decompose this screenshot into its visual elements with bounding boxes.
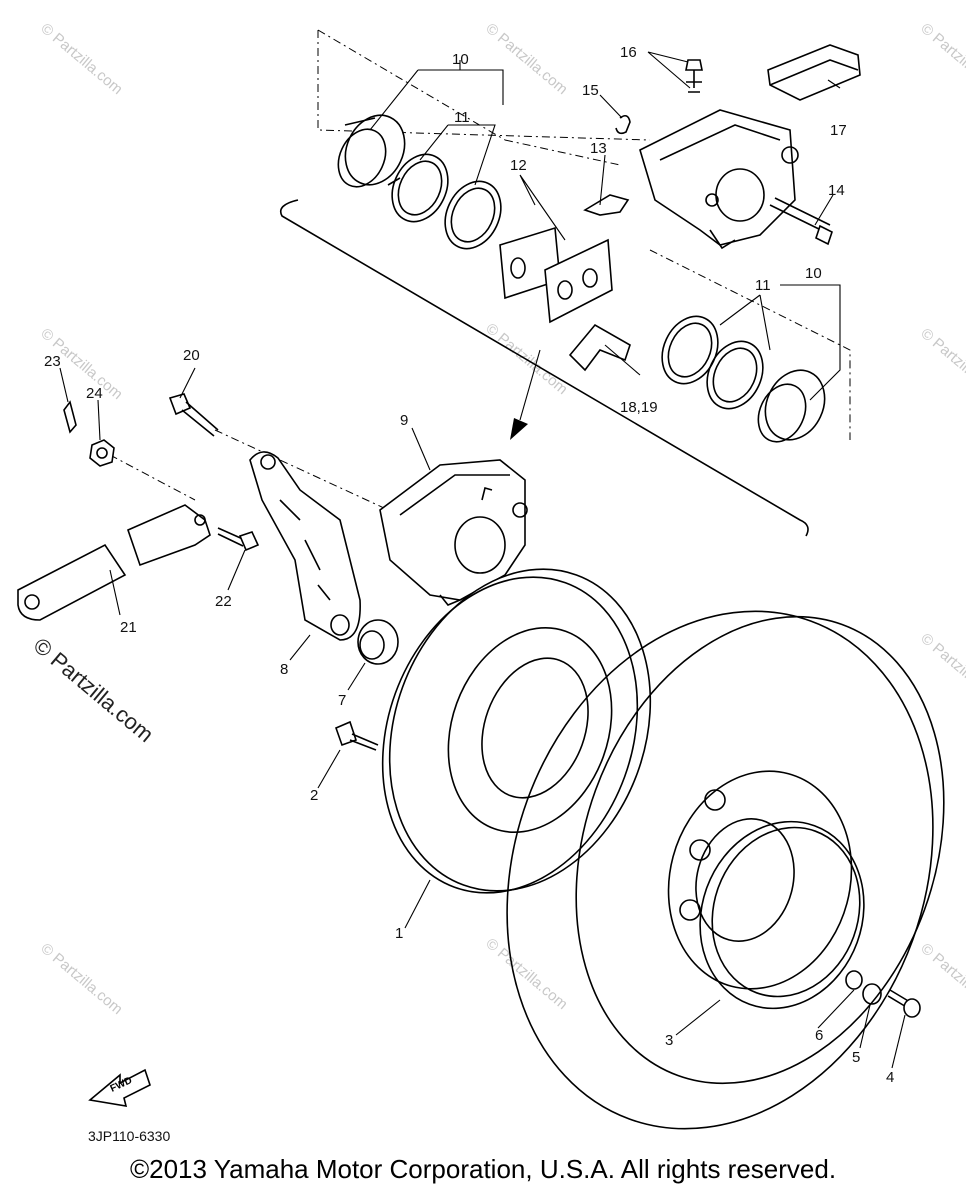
watermark-text: © Partzilla.com [37, 20, 125, 98]
callout-6: 6 [815, 1027, 823, 1044]
watermark-text: © Partzilla.com [482, 20, 570, 98]
caliper-cover-17 [767, 44, 861, 101]
callout-15: 15 [582, 82, 599, 99]
callout-22: 22 [215, 593, 232, 610]
exploded-view-frame [279, 199, 809, 537]
callout-5: 5 [852, 1049, 860, 1066]
callout-8: 8 [280, 661, 288, 678]
caliper-bracket-8 [249, 451, 361, 641]
torque-rod-21 [17, 504, 211, 621]
bolt-22 [217, 527, 260, 552]
watermark-text: © Partzilla.com [917, 20, 966, 98]
brake-pads [499, 226, 613, 324]
watermark-text-large: © Partzilla.com [29, 633, 159, 747]
nut-24 [89, 439, 115, 467]
callout-21: 21 [120, 619, 137, 636]
lock-washer-5 [862, 983, 882, 1005]
copyright-notice: ©2013 Yamaha Motor Corporation, U.S.A. A… [129, 1154, 837, 1184]
callout-18-19: 18,19 [620, 399, 658, 416]
pad-pin-bolt-14 [769, 197, 833, 246]
pin-clip-15 [615, 114, 631, 135]
callout-14: 14 [828, 182, 845, 199]
callout-3: 3 [665, 1032, 673, 1049]
callout-16: 16 [620, 44, 637, 61]
pad-support-18-19 [568, 323, 631, 372]
wheel [506, 610, 945, 1130]
callout-17: 17 [830, 122, 847, 139]
callout-11-lower: 11 [755, 277, 771, 294]
callout-10-lower: 10 [805, 265, 822, 282]
bleeder-bolt-16 [685, 59, 703, 93]
callout-4: 4 [886, 1069, 894, 1086]
callout-24: 24 [86, 385, 103, 402]
alignment-lines [109, 29, 851, 521]
caliper-assembly-9 [379, 459, 528, 606]
callout-13: 13 [590, 140, 607, 157]
watermark-text: © Partzilla.com [917, 325, 966, 403]
forward-arrow-icon: FWD [88, 1068, 151, 1107]
callout-23: 23 [44, 353, 61, 370]
seal-lower-1 [661, 315, 719, 385]
callout-1: 1 [395, 925, 403, 942]
diagram-code: 3JP110-6330 [88, 1128, 171, 1144]
bolt-20 [168, 393, 219, 437]
sprocket-ring-3 [699, 820, 865, 1010]
leader-lines [59, 51, 906, 1069]
washer-6 [845, 970, 863, 990]
pad-spring-13 [583, 194, 630, 216]
seal-upper-2 [444, 180, 502, 250]
callout-12: 12 [510, 157, 527, 174]
watermark-text: © Partzilla.com [482, 935, 570, 1013]
cotter-pin-23 [63, 400, 77, 434]
callout-2: 2 [310, 787, 318, 804]
bolt-2 [334, 720, 379, 751]
watermark-text: © Partzilla.com [37, 940, 125, 1018]
callouts: 1 2 3 4 5 6 7 8 9 10 10 11 11 12 13 14 1… [44, 44, 894, 1086]
callout-20: 20 [183, 347, 200, 364]
callout-7: 7 [338, 692, 346, 709]
piston-upper [337, 114, 406, 188]
seal-lower-2 [706, 340, 764, 410]
bolt-4 [887, 989, 921, 1018]
piston-lower [757, 369, 826, 443]
caliper-body-upper [639, 109, 799, 250]
collar-7 [357, 619, 399, 665]
watermark-text: © Partzilla.com [917, 630, 966, 708]
callout-10-upper: 10 [452, 51, 469, 68]
brake-disc-1 [381, 568, 652, 894]
watermark-text: © Partzilla.com [917, 940, 966, 1018]
callout-9: 9 [400, 412, 408, 429]
seal-upper-1 [391, 153, 449, 223]
callout-11-upper: 11 [454, 109, 470, 126]
